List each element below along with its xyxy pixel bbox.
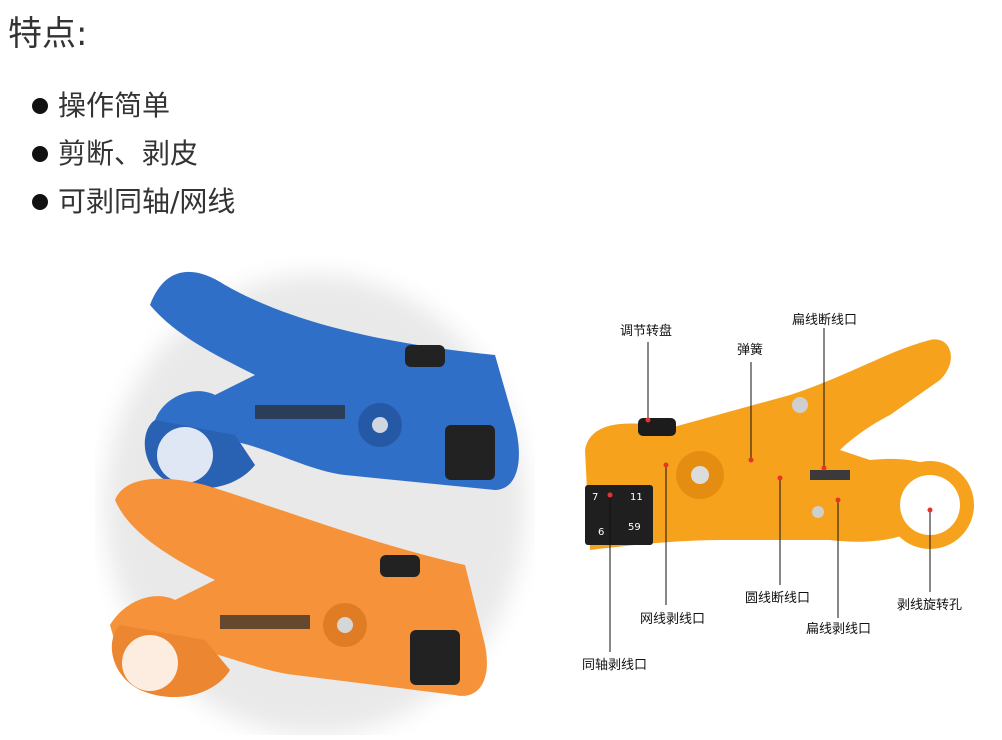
bullet-icon	[32, 194, 48, 210]
diagram-tool-body	[585, 339, 974, 550]
label-spring: 弹簧	[737, 343, 764, 358]
label-network-strip: 网线剥线口	[640, 612, 706, 627]
annotated-diagram: 7 11 6 59	[585, 328, 974, 652]
port-number: 59	[628, 522, 641, 533]
pointer-lines	[609, 328, 931, 652]
port-number: 11	[630, 492, 643, 503]
port-number: 7	[592, 492, 598, 503]
port-number: 6	[598, 527, 604, 538]
feature-label: 可剥同轴/网线	[58, 185, 236, 218]
orange-stripper-tool	[110, 478, 487, 698]
blue-stripper-tool	[144, 271, 519, 490]
label-flat-strip: 扁线剥线口	[806, 622, 872, 637]
product-photo-pair	[105, 271, 525, 735]
label-round-cut: 圆线断线口	[745, 591, 811, 606]
label-dial: 调节转盘	[620, 324, 673, 339]
bullet-icon	[32, 98, 48, 114]
feature-label: 操作简单	[58, 89, 171, 122]
label-rotary-hole: 剥线旋转孔	[897, 598, 963, 613]
feature-label: 剪断、剥皮	[58, 137, 199, 170]
feature-item: 操作简单	[32, 88, 170, 124]
label-flat-cut: 扁线断线口	[792, 313, 858, 328]
feature-item: 可剥同轴/网线	[32, 184, 235, 220]
pointer-dots	[607, 417, 933, 513]
bullet-icon	[32, 146, 48, 162]
feature-item: 剪断、剥皮	[32, 136, 198, 172]
page-title: 特点:	[8, 14, 88, 54]
label-coax-strip: 同轴剥线口	[582, 658, 648, 673]
